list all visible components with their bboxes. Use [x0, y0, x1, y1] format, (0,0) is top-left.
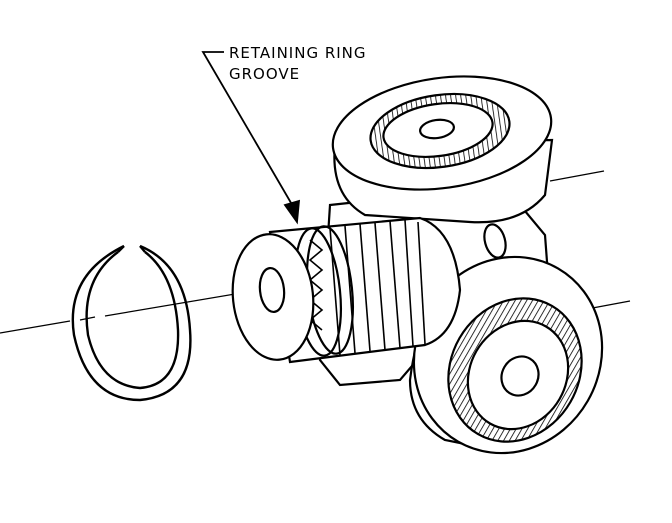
- callout-label-line1: RETAINING RING: [229, 44, 367, 62]
- needle-bearing-roller-top: [331, 75, 554, 224]
- retaining-ring: [71, 244, 192, 402]
- splined-shaft: [231, 216, 462, 364]
- arrowhead: [283, 199, 301, 225]
- callout-leader: [201, 51, 301, 225]
- shaft-center-hole: [258, 266, 286, 314]
- callout-label-line2: GROOVE: [229, 65, 301, 83]
- needle-bearing-roller-bottom: [408, 255, 604, 455]
